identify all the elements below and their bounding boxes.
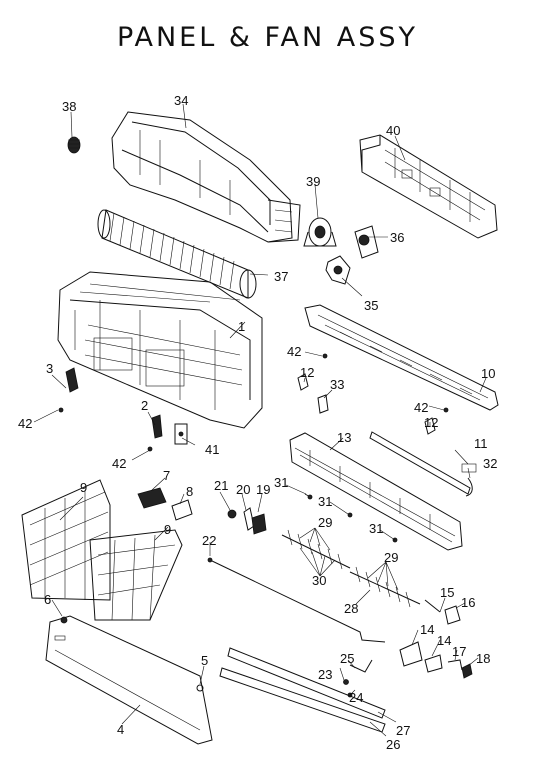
- part-17-spring: [447, 659, 463, 671]
- callout-label: 30: [312, 573, 326, 588]
- callout-label: 13: [337, 430, 351, 445]
- part-8-holder: [171, 499, 193, 521]
- callout-label: 42: [414, 400, 428, 415]
- callout-label: 9: [80, 480, 87, 495]
- part-1-front-frame: [57, 271, 263, 429]
- part-9-filter-left: [21, 479, 111, 601]
- part-4-front-panel: [45, 615, 213, 745]
- part-38-spring: [67, 136, 81, 154]
- part-2-clip: [151, 414, 163, 439]
- callout-label: 25: [340, 651, 354, 666]
- part-39-motor: [303, 217, 337, 247]
- part-11-rod: [369, 431, 477, 495]
- callout-label: 4: [117, 722, 124, 737]
- part-23-clip: [343, 679, 349, 685]
- part-25-lever: [349, 659, 373, 673]
- part-7-ion: [137, 487, 167, 509]
- callout-label: 37: [274, 269, 288, 284]
- callout-labels: 1 2 3 4 5 6 7 8 9 9 10 11 12 12 13 14 14…: [18, 93, 497, 752]
- callout-label: 12: [300, 365, 314, 380]
- callout-label: 17: [452, 644, 466, 659]
- part-27-bar: [227, 647, 386, 719]
- leader-lines: [33, 103, 487, 737]
- callout-label: 31: [274, 475, 288, 490]
- callout-label: 12: [424, 415, 438, 430]
- diagram-title: PANEL & FAN ASSY: [116, 22, 419, 53]
- callout-label: 22: [202, 533, 216, 548]
- part-30-vane-set: [281, 529, 351, 570]
- callout-label: 34: [174, 93, 188, 108]
- callout-label: 18: [476, 651, 490, 666]
- part-3-hinge: [65, 367, 79, 393]
- part-21-gear: [227, 509, 237, 519]
- callout-label: 2: [141, 398, 148, 413]
- callout-label: 29: [318, 515, 332, 530]
- part-18-stepper: [461, 663, 473, 679]
- callout-label: 31: [369, 521, 383, 536]
- callout-label: 15: [440, 585, 454, 600]
- part-14-crank: [399, 641, 443, 673]
- callout-label: 33: [330, 377, 344, 392]
- callout-label: 32: [483, 456, 497, 471]
- callout-label: 16: [461, 595, 475, 610]
- callout-label: 36: [390, 230, 404, 245]
- part-26-bar: [219, 667, 386, 733]
- part-16-motor: [444, 605, 461, 625]
- callout-label: 35: [364, 298, 378, 313]
- callout-label: 9: [164, 522, 171, 537]
- callout-label: 26: [386, 737, 400, 752]
- callout-label: 28: [344, 601, 358, 616]
- callout-label: 1: [238, 319, 245, 334]
- part-34-chassis: [111, 111, 301, 243]
- part-6-screw: [60, 616, 68, 624]
- callout-label: 31: [318, 494, 332, 509]
- part-36-stepper: [354, 225, 379, 259]
- callout-label: 42: [287, 344, 301, 359]
- callout-label: 19: [256, 482, 270, 497]
- part-42-screws: [58, 353, 449, 452]
- callout-label: 40: [386, 123, 400, 138]
- callout-label: 20: [236, 482, 250, 497]
- callout-label: 21: [214, 478, 228, 493]
- part-22-shaft: [207, 557, 386, 643]
- part-15-link: [424, 599, 441, 613]
- callout-label: 39: [306, 174, 320, 189]
- part-10-frame-strip: [304, 304, 499, 411]
- part-13-drain-pan: [289, 432, 463, 551]
- callout-label: 29: [384, 550, 398, 565]
- part-41-plate: [174, 423, 188, 445]
- part-31-screws: [304, 493, 398, 543]
- part-19-motor: [251, 513, 267, 535]
- part-28-vane-set: [349, 566, 421, 608]
- callout-label: 14: [437, 633, 451, 648]
- callout-label: 7: [163, 468, 170, 483]
- callout-label: 5: [201, 653, 208, 668]
- part-5-cap: [196, 684, 204, 692]
- callout-label: 23: [318, 667, 332, 682]
- callout-label: 41: [205, 442, 219, 457]
- part-32-hook: [465, 477, 473, 497]
- part-33-sensor: [317, 394, 329, 414]
- callout-label: 42: [112, 456, 126, 471]
- callout-label: 14: [420, 622, 434, 637]
- part-35-bracket: [325, 255, 351, 285]
- callout-label: 38: [62, 99, 76, 114]
- callout-label: 11: [474, 436, 488, 451]
- callout-label: 8: [186, 484, 193, 499]
- callout-label: 3: [46, 361, 53, 376]
- part-12-clip: [297, 373, 436, 435]
- callout-label: 27: [396, 723, 410, 738]
- callout-label: 42: [18, 416, 32, 431]
- part-9-filter-right: [89, 529, 183, 621]
- callout-label: 10: [481, 366, 495, 381]
- part-37-fan: [97, 209, 257, 299]
- callout-label: 24: [349, 690, 363, 705]
- part-40-control-box: [359, 134, 498, 239]
- callout-label: 6: [44, 592, 51, 607]
